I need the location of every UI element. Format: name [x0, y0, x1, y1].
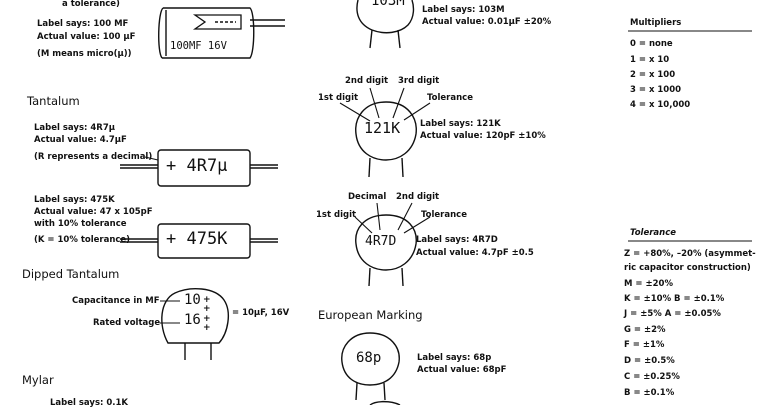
multipliers-heading: Multipliers: [630, 18, 682, 28]
ceramic-4r7d-decimal: Decimal: [348, 192, 387, 202]
ceramic-4r7d-tolerance: Tolerance: [421, 210, 467, 220]
tolerance-item: ric capacitor construction): [624, 263, 751, 273]
electrolytic-actual-value: Actual value: 100 µF: [37, 32, 136, 42]
tolerance-item: F = ±1%: [624, 340, 665, 350]
dipped-tantalum-result: = 10µF, 16V: [232, 308, 290, 318]
tantalum-capacitor-1: [120, 149, 278, 187]
tantalum-capacitor-2: [120, 223, 278, 259]
capacitance-label: Capacitance in MF: [72, 296, 160, 306]
multiplier-item: 2 = x 100: [630, 70, 676, 80]
electrolytic-marking: 100MF 16V: [170, 40, 227, 52]
european-heading: European Marking: [318, 308, 423, 322]
ceramic-4r7d-label-says: Label says: 4R7D: [416, 235, 498, 245]
dipped-marking-voltage: 16: [184, 312, 201, 328]
tolerance-heading: Tolerance: [630, 228, 677, 238]
european-label-says: Label says: 68p: [417, 353, 492, 363]
ceramic-4r7d-actual-value: Actual value: 4.7pF ±0.5: [416, 248, 534, 258]
european-actual-value: Actual value: 68pF: [417, 365, 507, 375]
rated-voltage-label: Rated voltage: [93, 318, 161, 328]
ceramic-4r7d-second-digit: 2nd digit: [396, 192, 440, 202]
multiplier-item: 1 = x 10: [630, 55, 670, 65]
electrolytic-tolerance-fragment: a tolerance): [62, 0, 120, 9]
ceramic-121k-second-digit: 2nd digit: [345, 76, 389, 86]
electrolytic-label-says: Label says: 100 MF: [37, 19, 129, 29]
electrolytic-capacitor: [158, 7, 285, 59]
tolerance-item: B = ±0.1%: [624, 388, 675, 398]
tantalum-ex1-note: (R represents a decimal): [34, 152, 153, 162]
tolerance-item: M = ±20%: [624, 279, 673, 289]
ceramic-capacitor-68p: [341, 332, 400, 401]
multiplier-item: 3 = x 1000: [630, 85, 682, 95]
ceramic-103m-marking: 103M: [371, 0, 405, 9]
tantalum-ex2-marking: + 475K: [166, 229, 228, 249]
tantalum-ex2-actual-value: Actual value: 47 x 105pF: [34, 207, 153, 217]
ceramic-103m-label-says: Label says: 103M: [422, 5, 505, 15]
ceramic-121k-first-digit: 1st digit: [318, 93, 359, 103]
dipped-plus-signs: ++++: [203, 295, 211, 334]
tantalum-ex2-with-tolerance: with 10% tolerance: [34, 219, 127, 229]
ceramic-4r7d-marking: 4R7D: [365, 234, 397, 249]
tantalum-ex2-label-says: Label says: 475K: [34, 195, 115, 205]
mylar-partial-text: Label says: 0.1K: [50, 398, 129, 408]
tolerance-item: J = ±5% A = ±0.05%: [624, 309, 721, 319]
ceramic-121k-tolerance: Tolerance: [427, 93, 473, 103]
tantalum-ex1-label-says: Label says: 4R7µ: [34, 123, 115, 133]
ceramic-4r7d-first-digit: 1st digit: [316, 210, 357, 220]
dipped-marking-capacitance: 10: [184, 292, 201, 308]
tantalum-heading: Tantalum: [27, 94, 80, 108]
tolerance-item: C = ±0.25%: [624, 372, 680, 382]
ceramic-103m-actual-value: Actual value: 0.01µF ±20%: [422, 17, 552, 27]
tantalum-ex1-marking: + 4R7µ: [166, 156, 228, 176]
ceramic-121k-label-says: Label says: 121K: [420, 119, 501, 129]
dipped-tantalum-capacitor: [160, 288, 230, 360]
ceramic-capacitor-4r7d: [354, 202, 431, 287]
tantalum-ex1-actual-value: Actual value: 4.7µF: [34, 135, 127, 145]
ceramic-121k-marking: 121K: [364, 119, 401, 137]
tantalum-ex2-note: (K = 10% tolerance): [34, 235, 131, 245]
tolerance-item: D = ±0.5%: [624, 356, 675, 366]
ceramic-capacitor-121k: [339, 87, 431, 178]
dipped-tantalum-heading: Dipped Tantalum: [22, 267, 120, 281]
tolerance-item: G = ±2%: [624, 325, 666, 335]
partial-component-outline: [369, 400, 401, 405]
ceramic-121k-actual-value: Actual value: 120pF ±10%: [420, 131, 546, 141]
tolerance-item: K = ±10% B = ±0.1%: [624, 294, 725, 304]
ceramic-capacitor-103m: [356, 0, 415, 49]
multiplier-item: 0 = none: [630, 39, 673, 49]
tolerance-item: Z = +80%, –20% (asymmet-: [624, 249, 756, 259]
european-marking: 68p: [356, 350, 382, 366]
multiplier-item: 4 = x 10,000: [630, 100, 691, 110]
mylar-heading: Mylar: [22, 373, 54, 387]
electrolytic-note: (M means micro(µ)): [37, 49, 132, 59]
ceramic-121k-third-digit: 3rd digit: [398, 76, 440, 86]
